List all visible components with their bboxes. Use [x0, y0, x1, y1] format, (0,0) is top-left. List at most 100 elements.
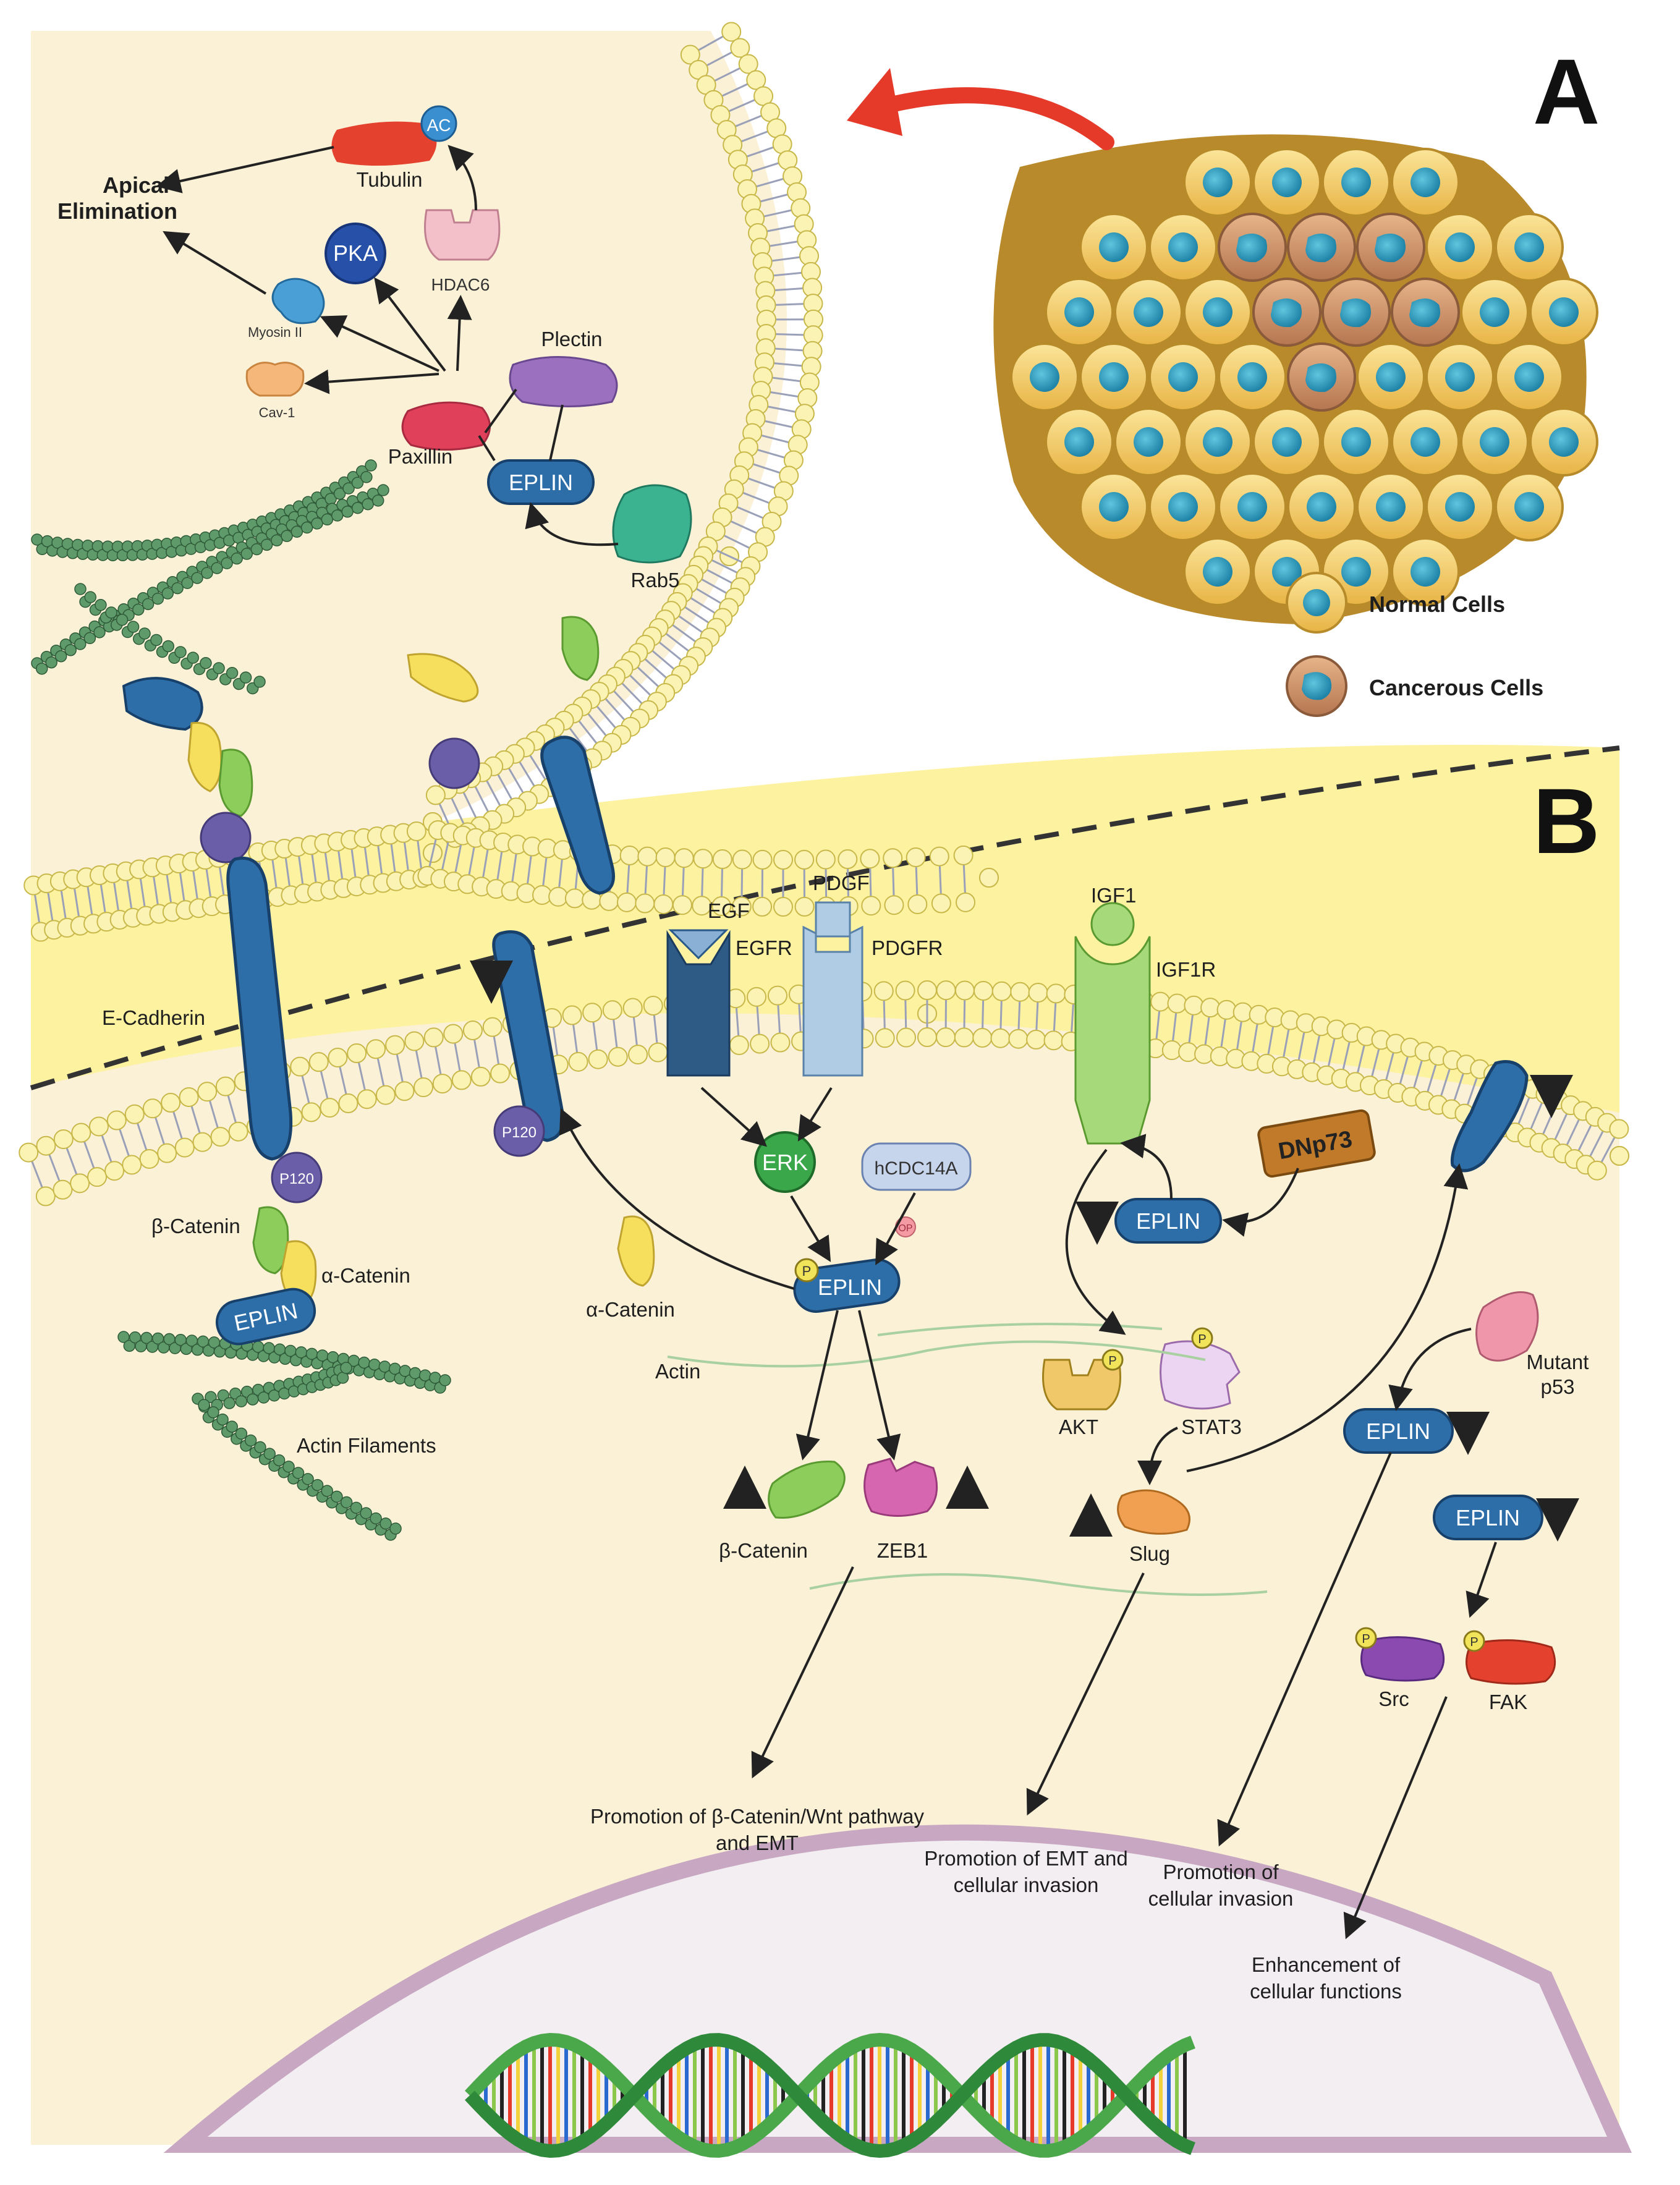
actin-bead [321, 1485, 333, 1496]
actin-bead [439, 1375, 451, 1386]
lipid-head [791, 199, 810, 218]
actin-bead [420, 1370, 431, 1381]
lipid-head [656, 848, 675, 867]
actin-bead [360, 1508, 371, 1519]
lipid-head [1201, 998, 1220, 1017]
lipid-head [108, 1111, 126, 1130]
lipid-head [1047, 984, 1066, 1003]
eplin-a-label: EPLIN [509, 470, 573, 495]
p120-mid-label: P120 [502, 1124, 537, 1141]
lipid-head [198, 1082, 216, 1101]
mutant-label-line1: Mutant [1527, 1351, 1589, 1373]
lipid-head [733, 851, 752, 869]
actin-bead [352, 503, 363, 514]
pdgfr-label: PDGFR [872, 936, 943, 959]
phospho-label-akt: P [1108, 1354, 1116, 1368]
lipid-head [1011, 983, 1029, 1001]
outcome-4-line2: cellular functions [1250, 1980, 1402, 2003]
eplin-r2-label: EPLIN [1456, 1505, 1520, 1530]
lipid-head [376, 1086, 395, 1105]
cancerous-nucleus [1340, 299, 1371, 327]
cell-nucleus [1341, 427, 1371, 457]
lipid-head [1029, 983, 1048, 1002]
lipid-head [158, 1144, 176, 1163]
fak-label: FAK [1489, 1691, 1527, 1713]
cell-nucleus [1514, 492, 1544, 522]
lipid-head [747, 988, 766, 1006]
actin-bead [143, 598, 154, 609]
actin-bead [365, 460, 376, 471]
actin-label: Actin [655, 1360, 700, 1383]
lipid-head [229, 1122, 248, 1141]
cell-nucleus [1272, 168, 1302, 197]
actin-bead [192, 572, 203, 583]
lipid-head [1045, 1031, 1063, 1050]
lipid-head [955, 1028, 974, 1046]
cell-nucleus [1480, 427, 1509, 457]
legend-cancer-nucleus [1302, 672, 1331, 700]
outcome-2-line2: cellular invasion [954, 1873, 1099, 1896]
actin-bead [187, 652, 198, 663]
outcome-3-line2: cellular invasion [1148, 1887, 1294, 1910]
cell-nucleus [1445, 492, 1475, 522]
lipid-head [956, 981, 974, 999]
lipid-head [600, 892, 618, 910]
lipid-head [644, 996, 663, 1015]
panel-b-label: B [1533, 769, 1600, 873]
lipid-head [936, 1028, 955, 1046]
lipid-head [838, 850, 857, 868]
cell-nucleus [1134, 427, 1163, 457]
lipid-head [795, 897, 814, 916]
cell-nucleus [1203, 168, 1232, 197]
lipid-head [426, 786, 445, 804]
actin-bead [75, 583, 86, 595]
lipid-head [1163, 1041, 1181, 1059]
actin-bead [293, 1467, 304, 1479]
plectin-protein [510, 357, 617, 407]
lipid-head [918, 981, 936, 999]
actin-bead [95, 600, 106, 611]
paxillin-label: Paxillin [388, 445, 453, 468]
cell-nucleus [1549, 427, 1579, 457]
actin-bead [240, 672, 252, 683]
beta-catenin-center-label: β-Catenin [719, 1539, 808, 1562]
eplin-r1-label: EPLIN [1366, 1419, 1430, 1444]
lipid-head [386, 1036, 404, 1054]
pdgf-label: PDGF [813, 872, 870, 894]
lipid-head [1610, 1120, 1628, 1139]
igf1r-label: IGF1R [1156, 958, 1216, 981]
actin-bead [373, 495, 384, 506]
cancerous-nucleus [1375, 234, 1406, 262]
actin-bead [283, 1461, 294, 1472]
lipid-head [472, 1067, 490, 1086]
cancerous-nucleus [1305, 363, 1336, 392]
cell-nucleus [1445, 232, 1475, 262]
cell-nucleus [1376, 362, 1406, 392]
actin-bead [331, 1491, 342, 1502]
actin-bead [175, 647, 186, 658]
lipid-head [414, 1078, 433, 1097]
cell-nucleus [1237, 492, 1267, 522]
lipid-head [774, 851, 792, 869]
legend-normal-label: Normal Cells [1369, 592, 1505, 617]
lipid-head [583, 1003, 601, 1022]
cell-nucleus [1168, 492, 1198, 522]
cell-nucleus [1064, 427, 1094, 457]
rab5-label: Rab5 [631, 569, 680, 592]
plectin-label: Plectin [541, 328, 602, 350]
cell-nucleus [1307, 492, 1336, 522]
lipid-head [563, 1006, 582, 1025]
outcome-3-line1: Promotion of [1163, 1860, 1279, 1883]
legend-cancer-label: Cancerous Cells [1369, 675, 1543, 700]
actin-bead [302, 1474, 313, 1485]
lipid-head [885, 896, 903, 914]
cell-nucleus [1099, 362, 1129, 392]
lipid-head [464, 1021, 482, 1040]
p120-floating [430, 739, 479, 788]
actin-bead [202, 567, 213, 579]
actin-bead [390, 1523, 401, 1534]
lipid-head [991, 1029, 1009, 1048]
pka-label: PKA [333, 240, 378, 266]
actin-bead [139, 628, 150, 639]
